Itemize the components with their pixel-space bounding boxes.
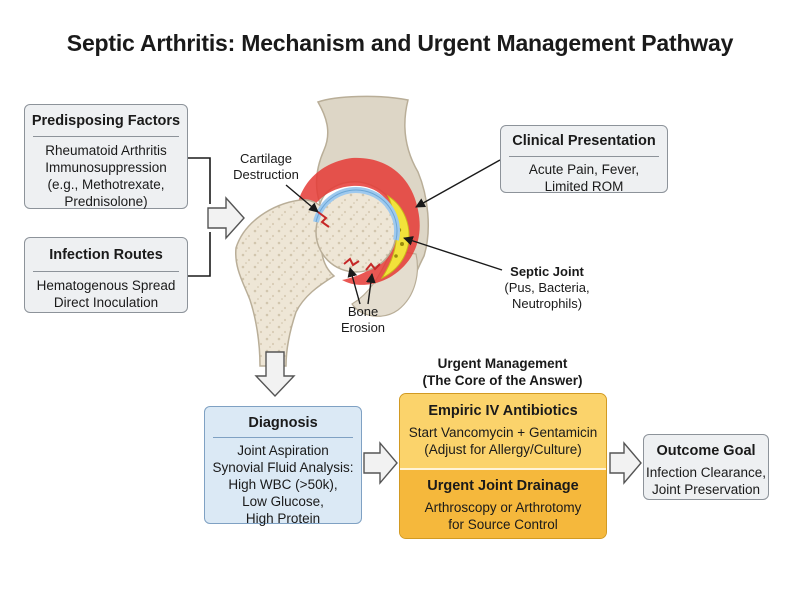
bone-erosion-label: Bone Erosion [328,304,398,336]
erosion-crack [343,257,360,267]
diagnosis-heading: Diagnosis [248,415,318,431]
divider [213,437,353,438]
clinical-line: Limited ROM [544,179,624,194]
block-arrow-right-icon [363,441,398,485]
septic-pointer [403,236,503,271]
diagnosis-line: Low Glucose, [242,494,324,509]
heading-line: Urgent Management [437,356,568,371]
femur-bone [235,191,397,367]
antibiotics-line: (Adjust for Allergy/Culture) [424,442,582,457]
urgent-management-box: Empiric IV Antibiotics Start Vancomycin … [399,393,607,539]
diagnosis-line: High Protein [245,511,321,526]
cartilage-pointer [285,184,319,213]
block-arrow-down-icon [254,351,296,398]
divider [509,156,659,157]
erosion-crack [365,262,381,271]
heading-line: (The Core of the Answer) [422,373,583,388]
outcome-line: Infection Clearance, [645,465,767,480]
divider [400,468,606,470]
drainage-heading: Urgent Joint Drainage [427,478,579,494]
drainage-line: for Source Control [448,517,558,532]
diagnosis-line: High WBC (>50k), [228,477,338,492]
predisposing-line: Prednisolone) [64,194,148,209]
predisposing-factors-box: Predisposing Factors Rheumatoid Arthriti… [24,104,188,209]
predisposing-line: Immunosuppression [45,160,167,175]
label-line: Bone [347,304,379,319]
clinical-heading: Clinical Presentation [512,133,656,149]
outcome-heading: Outcome Goal [656,443,756,459]
infection-routes-heading: Infection Routes [49,247,163,263]
septic-joint-label: Septic Joint (Pus, Bacteria, Neutrophils… [492,264,602,312]
label-line: Erosion [340,320,386,335]
bone-erosion-pointer [365,273,376,305]
infection-routes-box: Infection Routes Hematogenous Spread Dir… [24,237,188,313]
predisposing-line: (e.g., Methotrexate, [47,177,165,192]
label-line: Neutrophils) [511,296,583,311]
predisposing-line: Rheumatoid Arthritis [45,143,167,158]
antibiotics-line: Start Vancomycin + Gentamicin [408,425,598,440]
divider [33,271,179,272]
erosion-crack [317,211,330,228]
outcome-goal-box: Outcome Goal Infection Clearance, Joint … [643,434,769,500]
predisposing-heading: Predisposing Factors [31,113,181,129]
diagnosis-box: Diagnosis Joint Aspiration Synovial Flui… [204,406,362,526]
outcome-line: Joint Preservation [651,482,761,497]
label-line: Cartilage [239,151,293,166]
cartilage-destruction-label: Cartilage Destruction [226,151,306,183]
infection-route-line: Hematogenous Spread [36,278,176,293]
diagnosis-line: Joint Aspiration [237,443,329,458]
label-line: (Pus, Bacteria, [504,280,590,295]
clinical-line: Acute Pain, Fever, [528,162,640,177]
antibiotics-heading: Empiric IV Antibiotics [428,403,578,419]
page-title: Septic Arthritis: Mechanism and Urgent M… [66,30,734,56]
urgent-management-heading: Urgent Management (The Core of the Answe… [380,355,625,389]
divider [33,136,179,137]
clinical-pointer [415,159,501,208]
clinical-presentation-box: Clinical Presentation Acute Pain, Fever,… [500,125,668,194]
diagnosis-line: Synovial Fluid Analysis: [212,460,354,475]
label-line: Destruction [233,167,299,182]
infection-route-line: Direct Inoculation [53,295,159,310]
bone-erosion-pointer [347,267,361,305]
factors-connector [188,157,211,277]
block-arrow-right-icon [609,441,642,485]
block-arrow-right-icon [207,196,245,240]
septic-joint-heading: Septic Joint [510,264,584,279]
drainage-line: Arthroscopy or Arthrotomy [424,500,582,515]
drainage-section: Urgent Joint Drainage Arthroscopy or Art… [400,470,606,538]
antibiotics-section: Empiric IV Antibiotics Start Vancomycin … [400,394,606,468]
